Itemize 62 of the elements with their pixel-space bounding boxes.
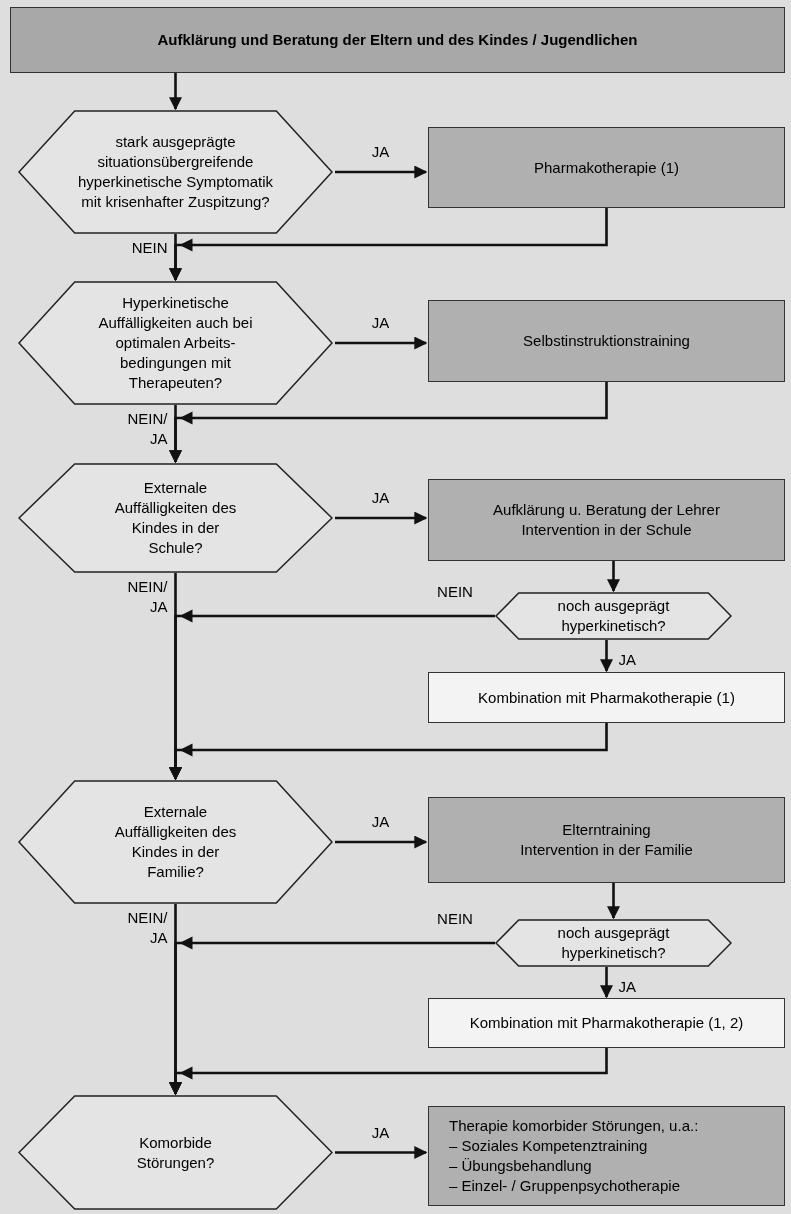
- box-text: – Soziales Kompetenztraining: [449, 1136, 648, 1156]
- decision-text: noch ausgeprägt hyperkinetisch?: [556, 923, 671, 963]
- arrow: [169, 382, 608, 464]
- box-text: Selbstinstruktionstraining: [523, 331, 690, 351]
- edge-label: JA: [370, 1122, 391, 1143]
- arrow: [607, 883, 620, 920]
- edge-label: JA: [370, 313, 391, 333]
- decision-text: Komorbide Störungen?: [135, 1132, 216, 1173]
- box-text: – Einzel- / Gruppenpsychotherapie: [449, 1176, 680, 1196]
- edge-label: JA: [618, 650, 636, 670]
- edge-label: NEIN/ JA: [126, 908, 168, 948]
- process-box: [428, 479, 785, 561]
- box-text: Aufklärung und Beratung der Eltern und des Kindes / Jugendlichen: [157, 30, 638, 50]
- decision-text: noch ausgeprägt hyperkinetisch?: [556, 596, 671, 636]
- arrow: [335, 835, 428, 849]
- box-text: – Übungsbehandlung: [449, 1156, 592, 1176]
- arrow: [600, 967, 613, 999]
- box-text: Aufklärung u. Beratung der Lehrer: [493, 500, 720, 520]
- decision-hexagon: [18, 1095, 333, 1210]
- box-text: Intervention in der Familie: [520, 840, 693, 860]
- edge-label: JA: [370, 488, 391, 508]
- decision-text: Hyperkinetische Auffälligkeiten auch bei optimalen Arbeits- bedingungen mit Therapeuten?: [97, 293, 254, 393]
- edge-label: JA: [370, 142, 391, 162]
- process-box: [428, 1106, 785, 1206]
- decision-hexagon: [495, 592, 732, 640]
- arrow: [169, 723, 608, 781]
- decision-text: stark ausgeprägte situationsübergreifende hyperkinetische Symptomatik mit krisenhafter Zuspitzung?: [76, 132, 275, 212]
- arrow: [335, 511, 428, 525]
- process-box: [428, 300, 785, 382]
- process-box: [428, 672, 785, 723]
- process-box: [428, 998, 785, 1048]
- decision-hexagon: [18, 110, 333, 234]
- arrow: [169, 1048, 608, 1096]
- edge-label: NEIN/ JA: [126, 409, 168, 449]
- process-box: [10, 7, 785, 73]
- edge-label: NEIN: [436, 582, 474, 602]
- edge-label: NEIN: [436, 909, 474, 929]
- edge-label: NEIN/ JA: [126, 577, 168, 617]
- edge-label: NEIN: [130, 238, 168, 258]
- arrow: [607, 561, 620, 593]
- process-box: [428, 127, 785, 208]
- arrow: [335, 1146, 428, 1159]
- decision-text: Externale Auffälligkeiten des Kindes in der Familie?: [113, 802, 238, 882]
- decision-text: Externale Auffälligkeiten des Kindes in der Schule?: [113, 478, 238, 558]
- box-text: Elterntraining: [562, 820, 651, 840]
- box-text: Intervention in der Schule: [521, 520, 692, 540]
- decision-hexagon: [18, 281, 333, 405]
- edge-label: JA: [618, 977, 636, 997]
- decision-hexagon: [495, 919, 732, 967]
- arrow: [169, 73, 182, 111]
- arrow: [335, 336, 428, 350]
- decision-hexagon: [18, 780, 333, 904]
- box-text: Therapie komorbider Störungen, u.a.:: [449, 1116, 699, 1136]
- edge-label: JA: [370, 812, 391, 832]
- arrow: [600, 640, 613, 673]
- process-box: [428, 797, 785, 883]
- arrow: [335, 165, 428, 179]
- arrow: [169, 208, 608, 282]
- box-text: Kombination mit Pharmakotherapie (1): [478, 687, 735, 708]
- box-text: Kombination mit Pharmakotherapie (1, 2): [469, 1013, 744, 1033]
- box-text: Pharmakotherapie (1): [533, 157, 680, 178]
- decision-hexagon: [18, 463, 333, 573]
